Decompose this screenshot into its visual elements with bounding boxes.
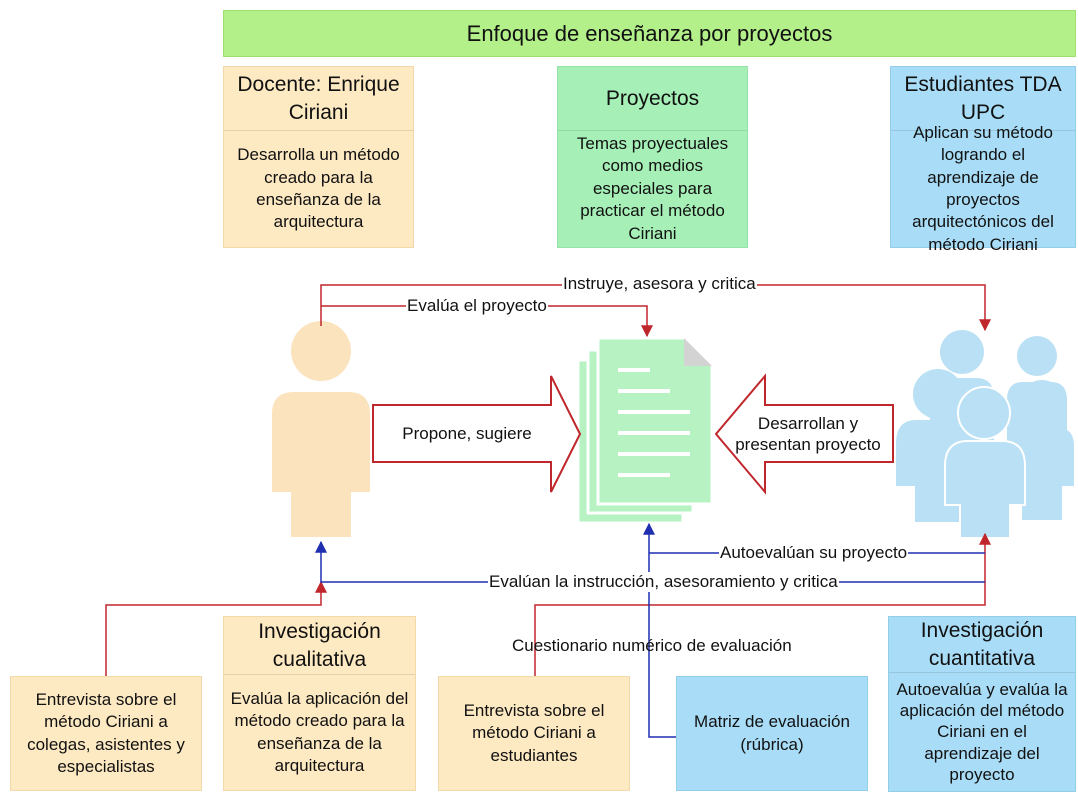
cuantitativa-header: Investigación cuantitativa [889,617,1075,672]
autoevaluan-label: Autoevalúan su proyecto [719,543,909,563]
entrevista-colegas-text: Entrevista sobre el método Ciriani a col… [27,689,185,776]
entrevista-colegas-box: Entrevista sobre el método Ciriani a col… [10,676,202,791]
estudiantes-divider [891,130,1075,131]
propone-arrow-shape [372,375,582,493]
docente-header: Docente: Enrique Ciriani [224,67,413,130]
desarrollan-label: Desarrollan y presentan proyecto [735,414,881,455]
proyectos-header: Proyectos [558,67,747,130]
instruye-label: Instruye, asesora y critica [562,274,757,294]
cualitativa-divider [224,674,415,675]
cuantitativa-body-text: Autoevalúa y evalúa la aplicación del mé… [896,679,1068,784]
evalua-proyecto-label: Evalúa el proyecto [406,296,548,316]
cuantitativa-box: Investigación cuantitativa Autoevalúa y … [888,616,1076,792]
proyectos-body: Temas proyectuales como medios especiale… [570,131,735,247]
proyectos-header-text: Proyectos [605,86,700,110]
entrevista-colegas-connector [105,580,327,676]
cuantitativa-header-text: Investigación cuantitativa [920,618,1044,670]
estudiantes-header-text: Estudiantes TDA UPC [904,72,1062,124]
cualitativa-header-text: Investigación cualitativa [258,619,381,671]
evaluan-instruccion-label: Evalúan la instrucción, asesoramiento y … [488,572,839,592]
proyectos-body-text: Temas proyectuales como medios especiale… [576,133,729,243]
docente-header-text: Docente: Enrique Ciriani [237,72,400,124]
entrevista-estudiantes-box: Entrevista sobre el método Ciriani a est… [438,676,630,791]
entrevista-estudiantes-connector [534,532,991,676]
desarrollan-arrow-shape [714,373,894,495]
estudiantes-header: Estudiantes TDA UPC [891,67,1075,130]
proyectos-divider [558,130,747,131]
diagram-title: Enfoque de enseñanza por proyectos [466,20,833,46]
matriz-connector [643,522,676,738]
entrevista-estudiantes-text: Entrevista sobre el método Ciriani a est… [463,700,605,765]
cualitativa-box: Investigación cualitativa Evalúa la apli… [223,616,416,791]
estudiantes-body: Aplican su método logrando el aprendizaj… [895,123,1071,254]
diagram-title-banner: Enfoque de enseñanza por proyectos [223,10,1076,57]
matriz-box: Matriz de evaluación (rúbrica) [676,676,868,791]
person-icon [272,321,370,537]
docente-body-text: Desarrolla un método creado para la ense… [237,145,400,232]
cuantitativa-divider [889,672,1075,673]
cualitativa-body-text: Evalúa la aplicación del método creado p… [230,688,409,775]
docente-body: Desarrolla un método creado para la ense… [230,131,407,247]
document-stack-icon [576,336,714,525]
people-group-icon [896,330,1074,539]
proyectos-box: Proyectos Temas proyectuales como medios… [557,66,748,248]
cualitativa-body: Evalúa la aplicación del método creado p… [228,675,411,790]
estudiantes-body-text: Aplican su método logrando el aprendizaj… [912,122,1054,254]
cualitativa-header: Investigación cualitativa [224,617,415,674]
docente-box: Docente: Enrique Ciriani Desarrolla un m… [223,66,414,248]
estudiantes-box: Estudiantes TDA UPC Aplican su método lo… [890,66,1076,254]
cuantitativa-body: Autoevalúa y evalúa la aplicación del mé… [891,673,1073,791]
docente-divider [224,130,413,131]
cuestionario-label: Cuestionario numérico de evaluación [512,636,792,655]
propone-label: Propone, sugiere [402,424,532,443]
matriz-text: Matriz de evaluación (rúbrica) [694,712,850,754]
